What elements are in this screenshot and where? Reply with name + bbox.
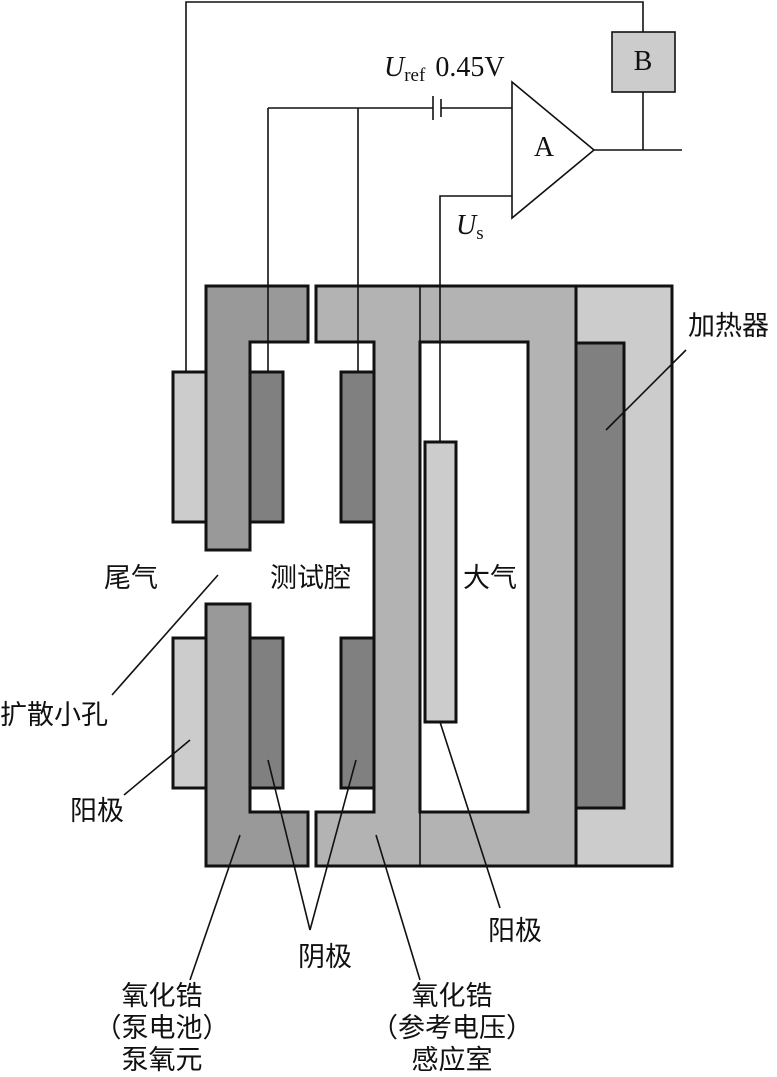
amplifier-a — [511, 80, 596, 220]
amplifier-a-label: A — [534, 132, 555, 163]
label-diffusion-hole: 扩散小孔 — [0, 700, 108, 731]
label-anode-right: 阳极 — [488, 916, 542, 947]
wire-top-loop — [185, 1, 644, 372]
label-cathode: 阴极 — [298, 942, 352, 973]
label-anode-left: 阳极 — [70, 796, 124, 827]
label-sense-cell-3: 感应室 — [412, 1045, 493, 1076]
right-anode — [423, 440, 458, 724]
wire-us — [439, 195, 512, 442]
u-s-label: Us — [456, 210, 484, 244]
pump-zirconia-upper — [204, 284, 310, 552]
label-heater: 加热器 — [688, 311, 769, 342]
label-atmosphere: 大气 — [463, 563, 517, 594]
label-pump-cell-1: 氧化锆 — [122, 981, 203, 1012]
label-exhaust: 尾气 — [104, 563, 158, 594]
box-b-label: B — [634, 46, 653, 77]
label-sense-cell-1: 氧化锆 — [412, 981, 493, 1012]
left-anode-lower — [171, 636, 208, 790]
cathode-pump-lower — [248, 636, 285, 790]
label-pump-cell-3: 泵氧元 — [122, 1045, 203, 1076]
heater-element — [574, 341, 626, 810]
atmosphere-chamber — [418, 340, 530, 814]
cathode-sense-upper — [339, 370, 376, 524]
cathode-pump-upper — [248, 370, 285, 524]
label-pump-cell-2: （泵电池） — [95, 1013, 230, 1044]
left-anode-upper — [171, 370, 208, 524]
cathode-sense-lower — [339, 636, 376, 790]
pump-zirconia-lower — [204, 602, 310, 868]
label-sense-cell-2: （参考电压） — [371, 1013, 533, 1044]
label-test-cavity: 测试腔 — [270, 563, 351, 594]
